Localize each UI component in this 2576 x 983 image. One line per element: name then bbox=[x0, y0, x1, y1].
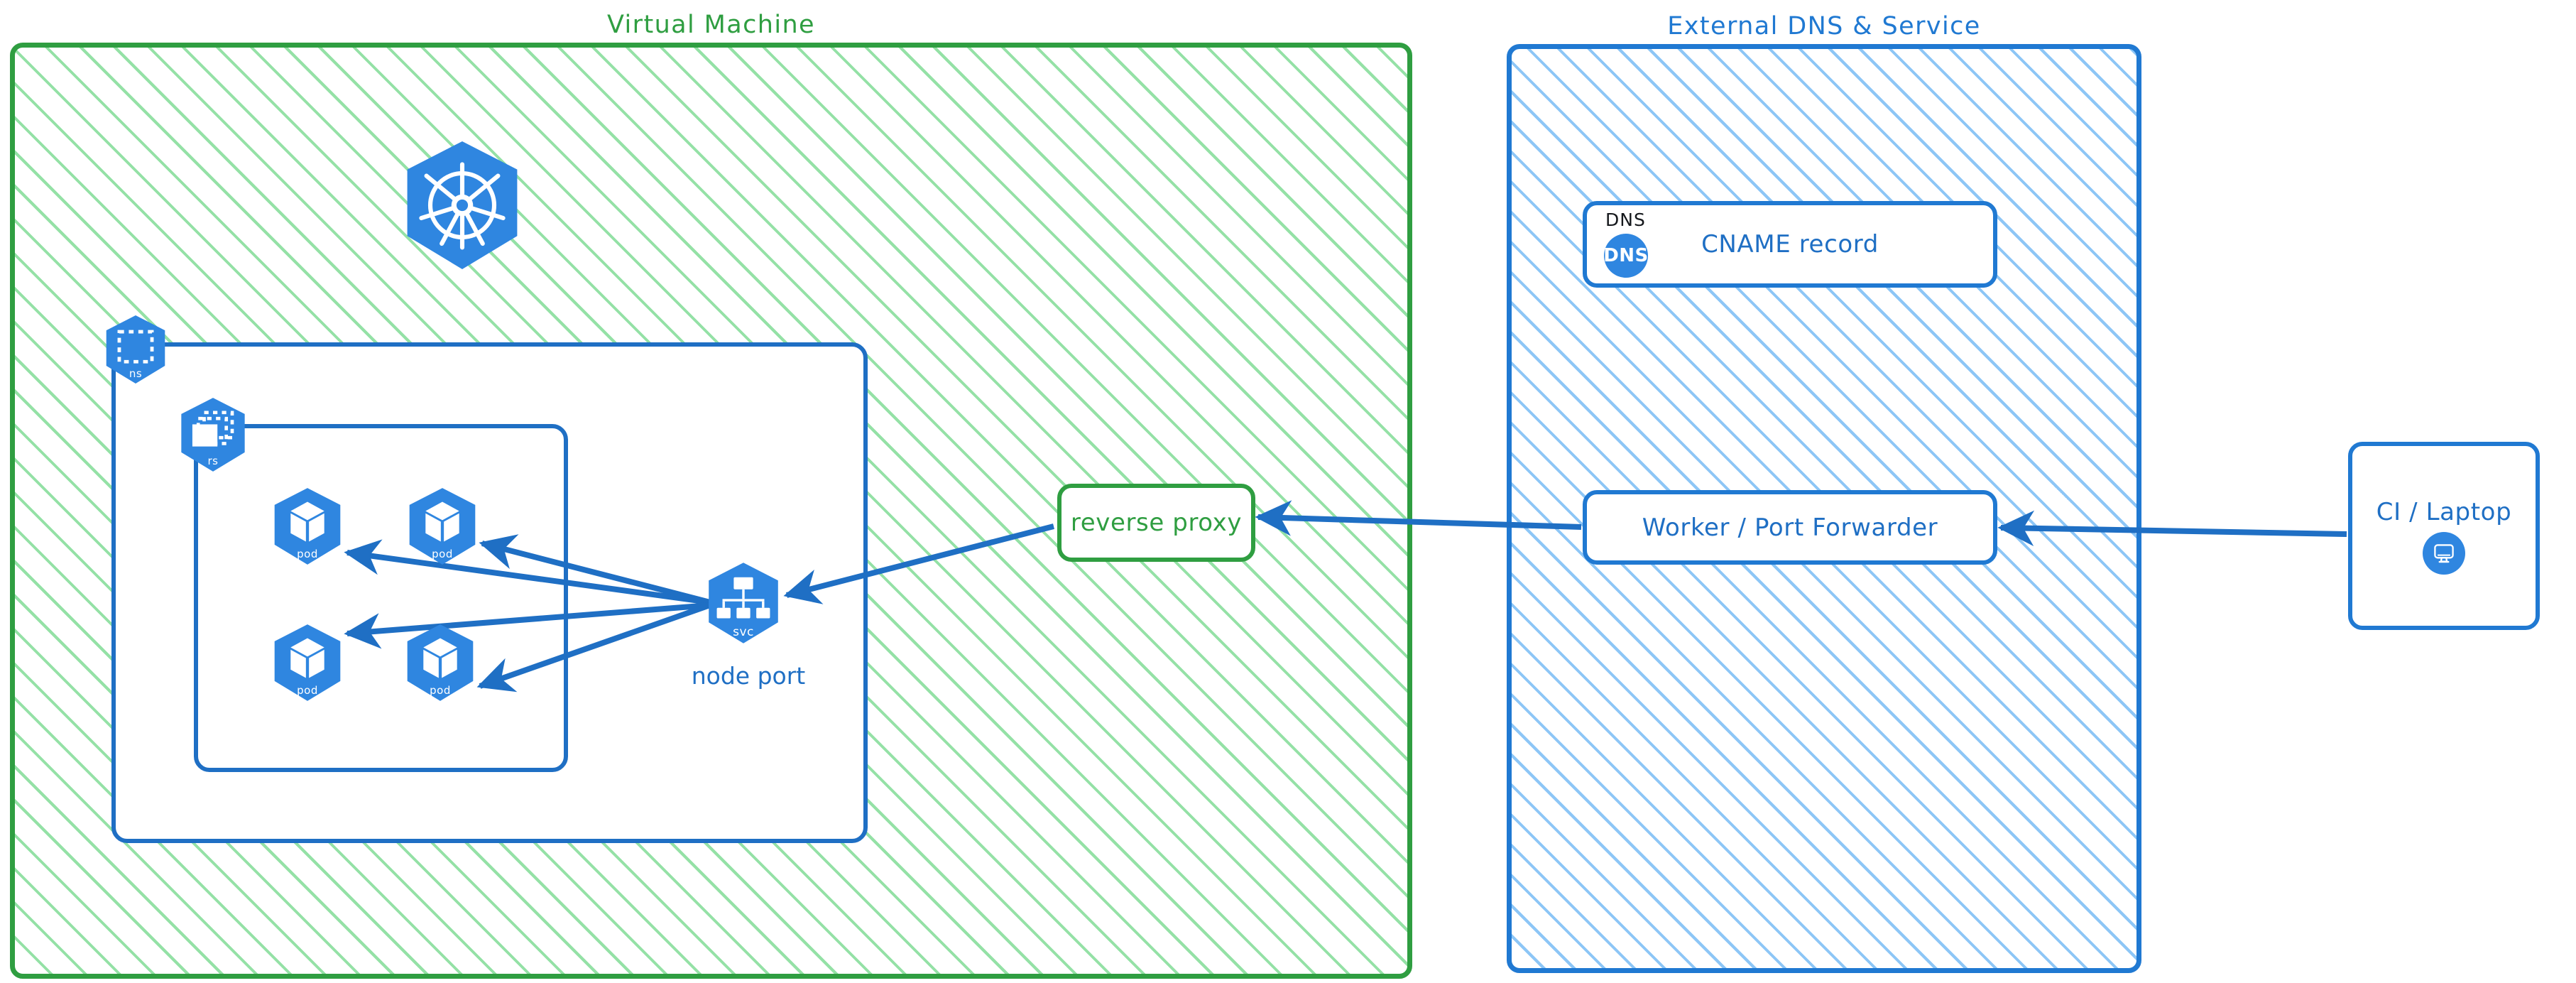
pod-icon-1[interactable]: pod bbox=[269, 487, 346, 566]
replicaset-icon[interactable]: rs bbox=[176, 396, 250, 473]
dns-badge-icon: DNS bbox=[1603, 234, 1648, 278]
worker-port-forwarder-label: Worker / Port Forwarder bbox=[1642, 513, 1938, 542]
node-port-label: node port bbox=[691, 662, 806, 690]
pod-icon-2[interactable]: pod bbox=[404, 487, 481, 566]
group-virtual-machine-title: Virtual Machine bbox=[606, 11, 815, 39]
service-icon[interactable]: svc bbox=[703, 561, 784, 645]
pod-icon-3[interactable]: pod bbox=[269, 623, 346, 702]
reverse-proxy-box[interactable]: reverse proxy bbox=[1057, 484, 1255, 562]
ci-laptop-box[interactable]: CI / Laptop bbox=[2348, 442, 2540, 630]
dns-record-box[interactable]: DNS DNS CNAME record bbox=[1583, 201, 1997, 288]
cname-record-label: CNAME record bbox=[1701, 230, 1879, 259]
dns-kicker-label: DNS bbox=[1605, 210, 1646, 230]
namespace-icon[interactable]: ns bbox=[102, 314, 170, 385]
monitor-icon bbox=[2423, 531, 2465, 575]
pod-icon-4[interactable]: pod bbox=[402, 623, 479, 702]
worker-port-forwarder-box[interactable]: Worker / Port Forwarder bbox=[1583, 490, 1997, 565]
group-external-dns-service-title: External DNS & Service bbox=[1667, 12, 1981, 40]
reverse-proxy-label: reverse proxy bbox=[1070, 509, 1243, 537]
ci-laptop-label: CI / Laptop bbox=[2376, 497, 2512, 526]
replicaset-container[interactable] bbox=[194, 424, 568, 772]
kubernetes-logo-icon bbox=[398, 138, 526, 273]
